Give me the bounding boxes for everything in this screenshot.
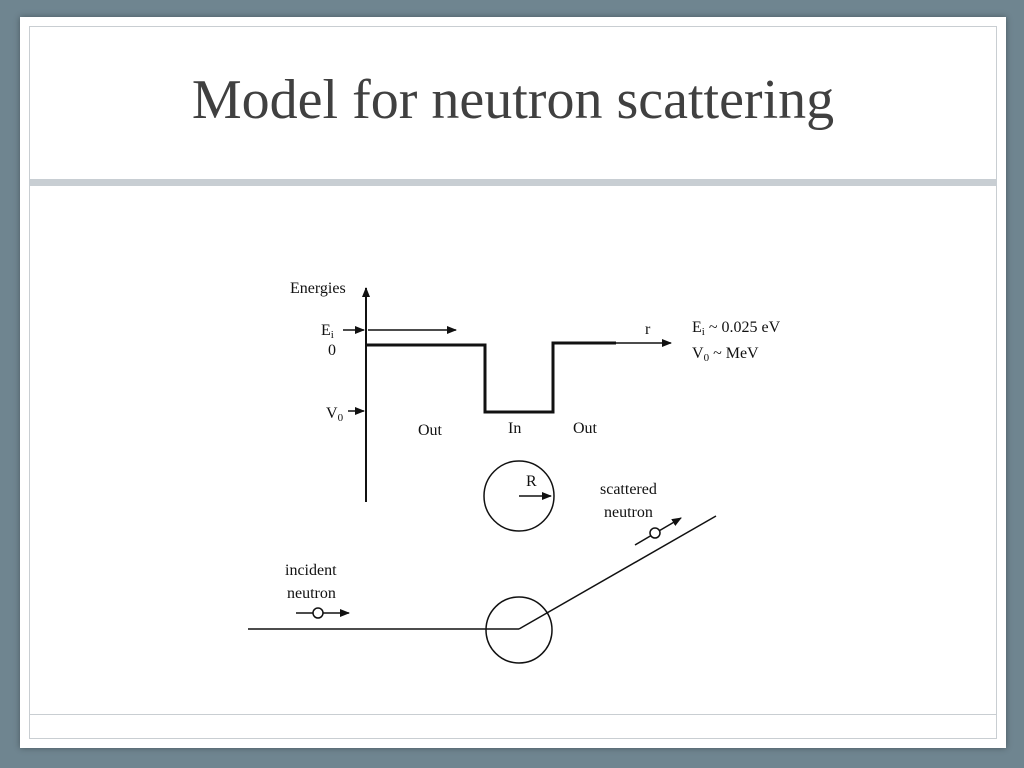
energy-axis-label: Energies bbox=[290, 280, 346, 297]
scattered-label-line1: scattered bbox=[600, 481, 657, 498]
scattered-trajectory bbox=[518, 515, 717, 630]
slide-frame bbox=[29, 26, 997, 739]
title-divider bbox=[29, 179, 997, 186]
v0-label: V0 bbox=[326, 405, 344, 424]
region-in: In bbox=[508, 420, 521, 437]
v0-value-note: V0 ~ MeV bbox=[692, 345, 759, 364]
incident-label-line2: neutron bbox=[287, 585, 336, 602]
target-nucleus-circle bbox=[485, 596, 553, 664]
slide: Model for neutron scattering bbox=[20, 17, 1006, 748]
incident-label-line1: incident bbox=[285, 562, 337, 579]
incident-neutron-particle bbox=[312, 607, 324, 619]
slide-title: Model for neutron scattering bbox=[191, 69, 835, 131]
r-label: r bbox=[645, 321, 651, 338]
region-out-left: Out bbox=[418, 422, 443, 439]
nucleus-radius-circle bbox=[483, 460, 555, 532]
region-out-right: Out bbox=[573, 420, 598, 437]
square-well-potential bbox=[366, 341, 616, 414]
scattered-label-line2: neutron bbox=[604, 504, 653, 521]
ei-value-note: Ei ~ 0.025 eV bbox=[692, 319, 781, 338]
footer-divider bbox=[29, 714, 997, 715]
radius-label: R bbox=[526, 473, 537, 490]
scattered-neutron-particle bbox=[649, 527, 661, 539]
ei-label: Ei bbox=[321, 322, 334, 341]
zero-label: 0 bbox=[328, 342, 336, 359]
